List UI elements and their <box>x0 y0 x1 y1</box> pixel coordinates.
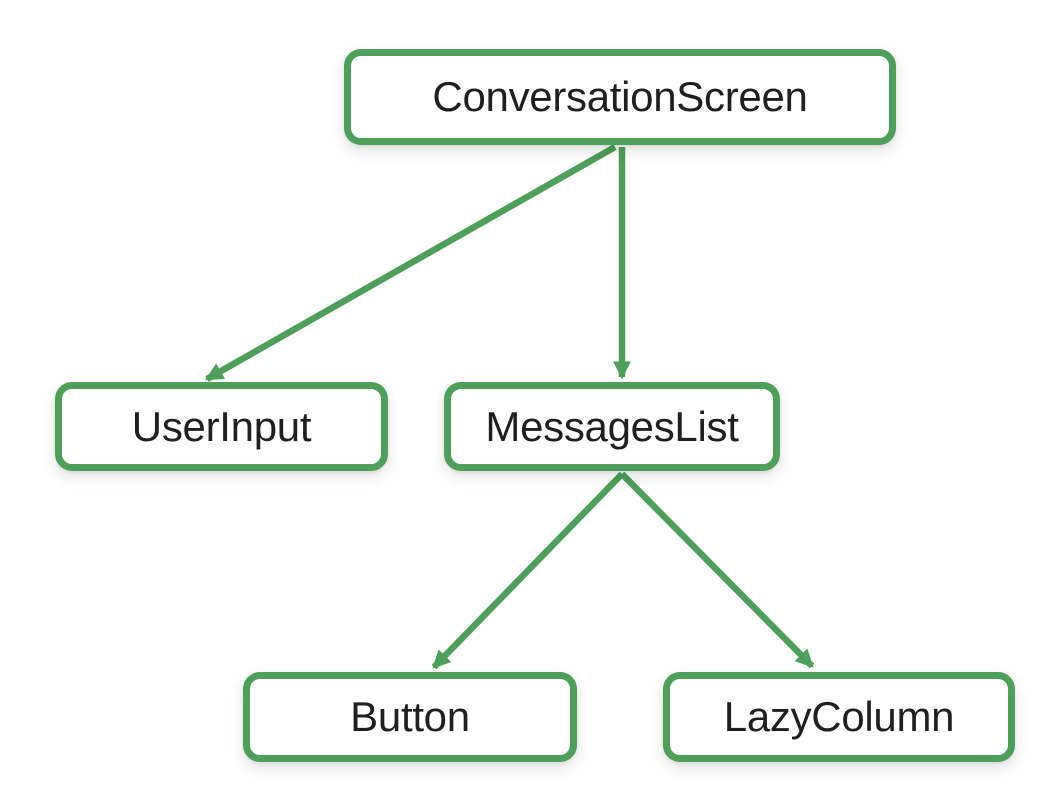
node-user-input-label: UserInput <box>131 402 312 450</box>
node-conversation-screen-label: ConversationScreen <box>432 73 808 120</box>
edge-messageslist-lazycolumn <box>619 471 815 669</box>
node-messages-list: MessagesList <box>444 382 780 471</box>
node-button-label: Button <box>350 693 470 740</box>
edge-conversationscreen-userinput <box>205 144 617 382</box>
node-lazy-column-label: LazyColumn <box>723 693 955 740</box>
edge-messageslist-button <box>431 471 625 670</box>
node-button: Button <box>243 672 577 762</box>
node-lazy-column: LazyColumn <box>663 672 1015 762</box>
node-messages-list-label: MessagesList <box>485 402 739 450</box>
node-conversation-screen: ConversationScreen <box>344 49 896 145</box>
node-user-input: UserInput <box>55 382 388 471</box>
